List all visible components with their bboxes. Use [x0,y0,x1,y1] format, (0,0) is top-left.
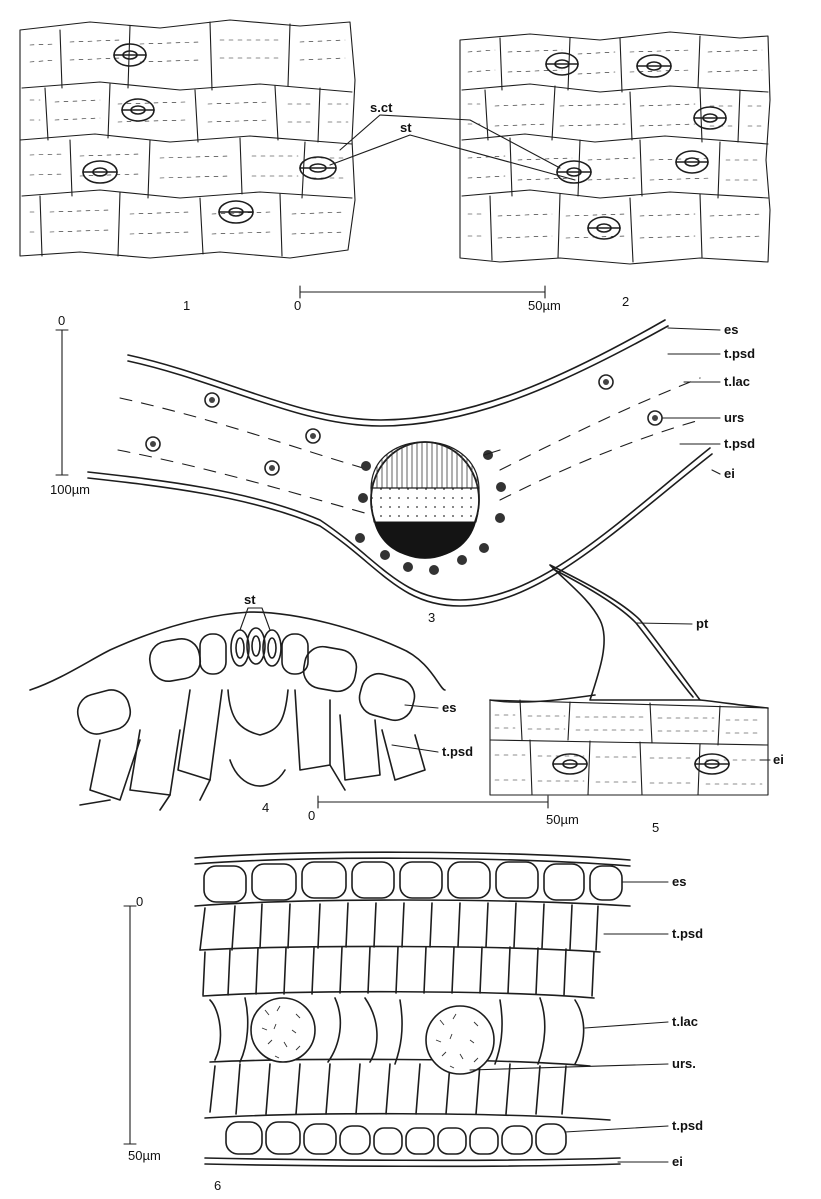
stoma-icon [637,55,671,77]
crystal-cell-icon [361,461,371,471]
crystal-cell-icon [403,562,413,572]
stoma-icon [300,157,336,179]
fig6-label-tlac: t.lac [672,1014,698,1029]
figure-5-number: 5 [652,820,659,835]
figure-4-section [30,612,445,810]
figure-1-number: 1 [183,298,190,313]
crystal-cell-icon [429,565,439,575]
stoma-icon [114,44,146,66]
figure-6-crystal-cells [251,998,494,1074]
fig3-label-tpsd-lower: t.psd [724,436,755,451]
stoma-icon [122,99,154,121]
scale-bar-fig6-end: 50µm [128,1148,161,1163]
scale-bar-fig45-zero: 0 [308,808,315,823]
fig5-label-ei: ei [773,752,784,767]
crystal-cell-icon [265,461,279,475]
figure-3-leaders [484,328,720,474]
crystal-cell-icon [496,482,506,492]
fig4-label-tpsd: t.psd [442,744,473,759]
label-st: st [400,120,412,135]
scale-bar-fig45 [318,796,548,808]
crystal-cell-icon [457,555,467,565]
crystal-cell-icon [599,375,613,389]
figure-6-leaders [470,882,668,1162]
crystal-cell-icon [495,513,505,523]
scale-bar-top [300,286,545,298]
figure-4-leaders [240,608,438,752]
fig6-label-es: es [672,874,686,889]
fig5-label-pt: pt [696,616,709,631]
crystal-cell-icon [380,550,390,560]
fig6-label-urs: urs. [672,1056,696,1071]
figure-5-striations [495,715,762,784]
scale-bar-fig45-end: 50µm [546,812,579,827]
scale-bar-fig3-end: 100µm [50,482,90,497]
figure-2-number: 2 [622,294,629,309]
crystal-cell-icon [205,393,219,407]
figure-3-number: 3 [428,610,435,625]
crystal-cell-icon [358,493,368,503]
fig3-label-tpsd-upper: t.psd [724,346,755,361]
figure-12-leaders [330,115,575,180]
crystal-cell-icon [648,411,662,425]
stoma-icon [695,754,729,774]
scale-bar-top-end: 50µm [528,298,561,313]
fig4-label-st: st [244,592,256,607]
fig6-label-tpsd-upper: t.psd [672,926,703,941]
stoma-icon [588,217,620,239]
figure-6-number: 6 [214,1178,221,1193]
stoma-icon [83,161,117,183]
scale-bar-fig3-zero: 0 [58,313,65,328]
figure-5-epidermis [490,700,768,795]
fig3-label-urs: urs [724,410,744,425]
fig3-label-ei: ei [724,466,735,481]
stoma-icon [546,53,578,75]
fig3-label-es: es [724,322,738,337]
fig3-label-tlac: t.lac [724,374,750,389]
crystal-cell-icon [146,437,160,451]
figure-2-epidermis [460,32,770,264]
figure-2-striations [468,50,762,238]
figure-5-leaders [636,623,770,760]
stoma-icon [676,151,708,173]
crystal-cell-icon [479,543,489,553]
scale-bar-top-zero: 0 [294,298,301,313]
figure-3-scale-bar [56,330,68,475]
figure-4-number: 4 [262,800,269,815]
label-sct: s.ct [370,100,393,115]
crystal-cell-icon [306,429,320,443]
fig6-label-tpsd-lower: t.psd [672,1118,703,1133]
figure-1-epidermis [20,20,355,258]
stoma-icon [219,201,253,223]
fig4-label-es: es [442,700,456,715]
figure-1-striations [30,40,348,234]
figure-2-stomata [546,53,726,239]
fig6-label-ei: ei [672,1154,683,1169]
scale-bar-fig6-zero: 0 [136,894,143,909]
figure-3-vascular-bundle [371,442,479,558]
stoma-icon [553,754,587,774]
figure-6-scale-bar [124,906,136,1144]
crystal-cell-icon [355,533,365,543]
